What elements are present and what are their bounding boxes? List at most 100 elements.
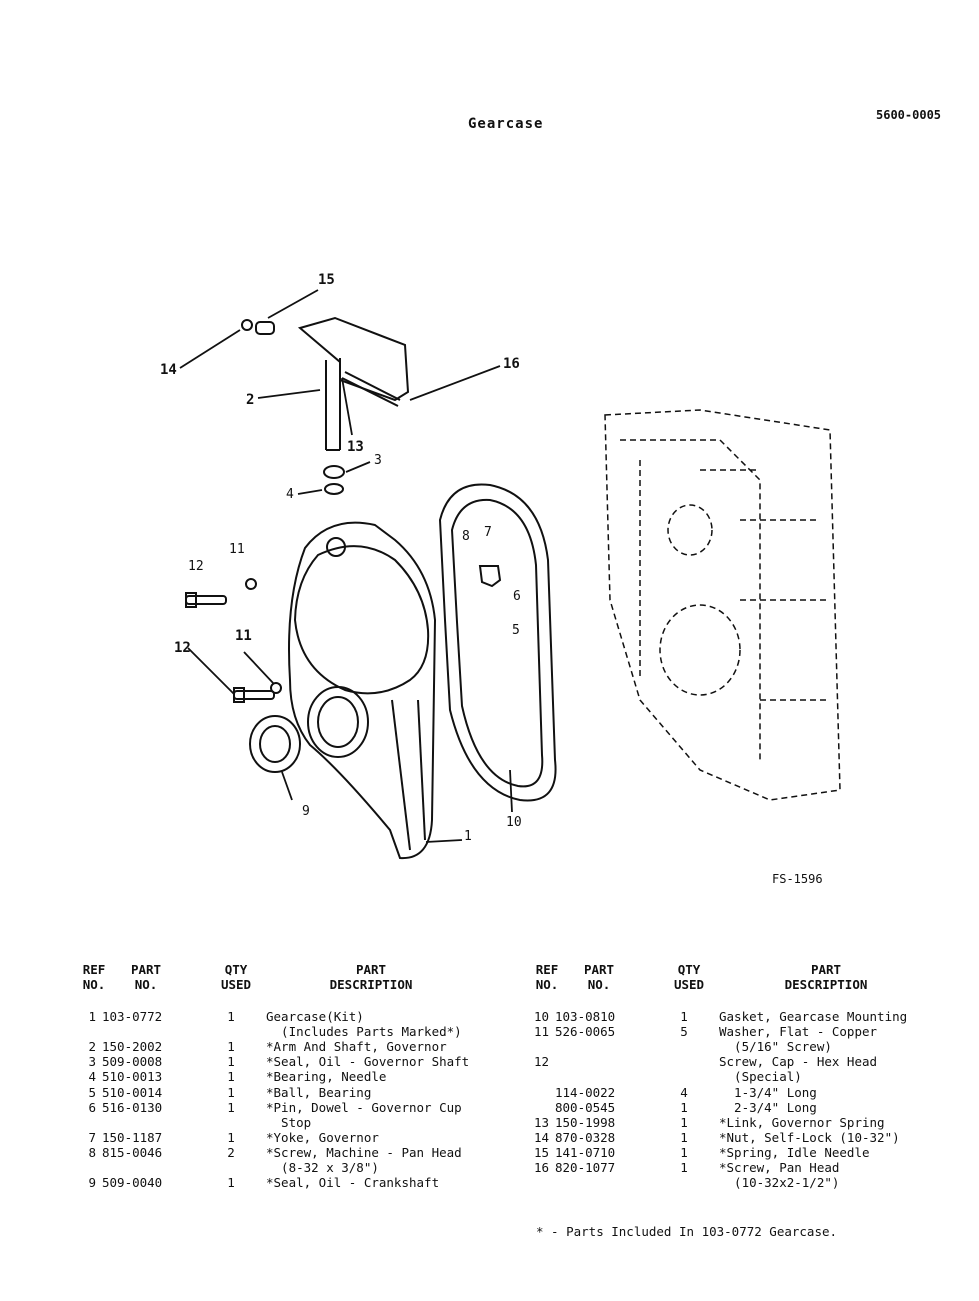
- table-row: 2 150-2002 1 *Arm And Shaft, Governor: [80, 1039, 500, 1054]
- description-cell: Washer, Flat - Copper: [719, 1024, 878, 1040]
- callout-13: 13: [347, 439, 364, 455]
- part-number-cell: 150-2002: [102, 1039, 163, 1055]
- qty-cell: 1: [227, 1084, 235, 1100]
- part-number-cell: 141-0710: [555, 1144, 616, 1160]
- table-row: 1 103-0772 1 Gearcase(Kit): [80, 1009, 500, 1024]
- description-cell: *Bearing, Needle: [266, 1069, 387, 1085]
- qty-cell: 1: [227, 1175, 235, 1191]
- qty-cell: 1: [680, 1144, 688, 1160]
- callout-8: 8: [462, 529, 470, 544]
- part-number-cell: 516-0130: [102, 1099, 163, 1115]
- table-row: (5/16" Screw): [533, 1039, 953, 1054]
- table-row: Stop: [80, 1115, 500, 1130]
- part-number-cell: 820-1077: [555, 1160, 616, 1175]
- qty-cell: 1: [227, 1009, 235, 1024]
- qty-cell: 1: [680, 1160, 688, 1175]
- callout-5: 5: [512, 623, 520, 638]
- callout-7: 7: [484, 525, 492, 540]
- footnote: * - Parts Included In 103-0772 Gearcase.: [536, 1224, 838, 1239]
- governor-bracket: [297, 316, 410, 402]
- description-cell: Gasket, Gearcase Mounting: [719, 1009, 908, 1024]
- description-cell: (8-32 x 3/8"): [266, 1160, 379, 1175]
- description-cell: Gearcase(Kit): [266, 1009, 364, 1024]
- part-number-cell: 800-0545: [555, 1099, 616, 1115]
- callout-4: 4: [286, 487, 294, 502]
- part-number-cell: 103-0772: [102, 1009, 163, 1024]
- callout-11-upper: 11: [229, 542, 245, 557]
- qty-cell: 5: [680, 1024, 688, 1040]
- description-cell: (Special): [719, 1069, 802, 1085]
- qty-cell: 1: [680, 1129, 688, 1145]
- needle-bearing: [324, 483, 344, 495]
- qty-cell: 1: [227, 1054, 235, 1070]
- engine-block-outline: [604, 409, 841, 801]
- description-cell: *Seal, Oil - Crankshaft: [266, 1175, 440, 1191]
- callout-12-upper: 12: [188, 559, 204, 574]
- qty-cell: 1: [227, 1099, 235, 1115]
- qty-cell: 1: [680, 1009, 688, 1024]
- table-row: (10-32x2-1/2"): [533, 1175, 953, 1190]
- description-cell: *Link, Governor Spring: [719, 1114, 885, 1130]
- governor-shaft: [325, 358, 341, 451]
- part-number-cell: 150-1187: [102, 1129, 163, 1145]
- washer-upper: [245, 578, 257, 590]
- callout-11-lower: 11: [235, 628, 252, 644]
- callout-9: 9: [302, 804, 310, 819]
- part-number-cell: 509-0008: [102, 1054, 163, 1070]
- table-row: (Includes Parts Marked*): [80, 1024, 500, 1039]
- page-title: Gearcase: [468, 116, 544, 132]
- description-cell: *Arm And Shaft, Governor: [266, 1039, 447, 1055]
- qty-cell: 4: [680, 1084, 688, 1100]
- gasket: [438, 483, 557, 802]
- part-number-cell: 114-0022: [555, 1084, 616, 1100]
- qty-cell: 1: [227, 1039, 235, 1055]
- ref-cell: 2: [88, 1039, 96, 1055]
- callout-10: 10: [506, 815, 522, 830]
- part-number-cell: 526-0065: [555, 1024, 616, 1040]
- ref-cell: 13: [533, 1114, 549, 1130]
- description-cell: *Pin, Dowel - Governor Cup: [266, 1099, 462, 1115]
- ref-cell: 5: [88, 1084, 96, 1100]
- figure-number: FS-1596: [772, 872, 823, 886]
- ref-cell: 9: [88, 1175, 96, 1191]
- governor-link-rod: [344, 371, 401, 401]
- qty-cell: 1: [227, 1129, 235, 1145]
- gearcase-body: [288, 521, 437, 860]
- document-number: 5600-0005: [876, 108, 942, 122]
- description-cell: Stop: [266, 1114, 312, 1130]
- qty-cell: 1: [227, 1069, 235, 1085]
- description-cell: *Screw, Machine - Pan Head: [266, 1144, 462, 1160]
- ref-cell: 1: [88, 1009, 96, 1024]
- table-row: 800-0545 1 2-3/4" Long: [533, 1100, 953, 1115]
- description-cell: 1-3/4" Long: [719, 1084, 817, 1100]
- description-cell: 2-3/4" Long: [719, 1099, 817, 1115]
- callout-2: 2: [246, 392, 254, 408]
- crankshaft-oil-seal: [249, 715, 301, 773]
- description-cell: Screw, Cap - Hex Head: [719, 1054, 878, 1070]
- callout-16: 16: [503, 356, 520, 372]
- description-cell: (5/16" Screw): [719, 1039, 832, 1055]
- part-number-cell: 103-0810: [555, 1009, 616, 1024]
- callout-15: 15: [318, 272, 335, 288]
- description-cell: *Ball, Bearing: [266, 1084, 372, 1100]
- description-cell: (Includes Parts Marked*): [266, 1024, 462, 1040]
- cap-screw-lower: [233, 690, 275, 700]
- qty-cell: 1: [680, 1099, 688, 1115]
- callout-6: 6: [513, 589, 521, 604]
